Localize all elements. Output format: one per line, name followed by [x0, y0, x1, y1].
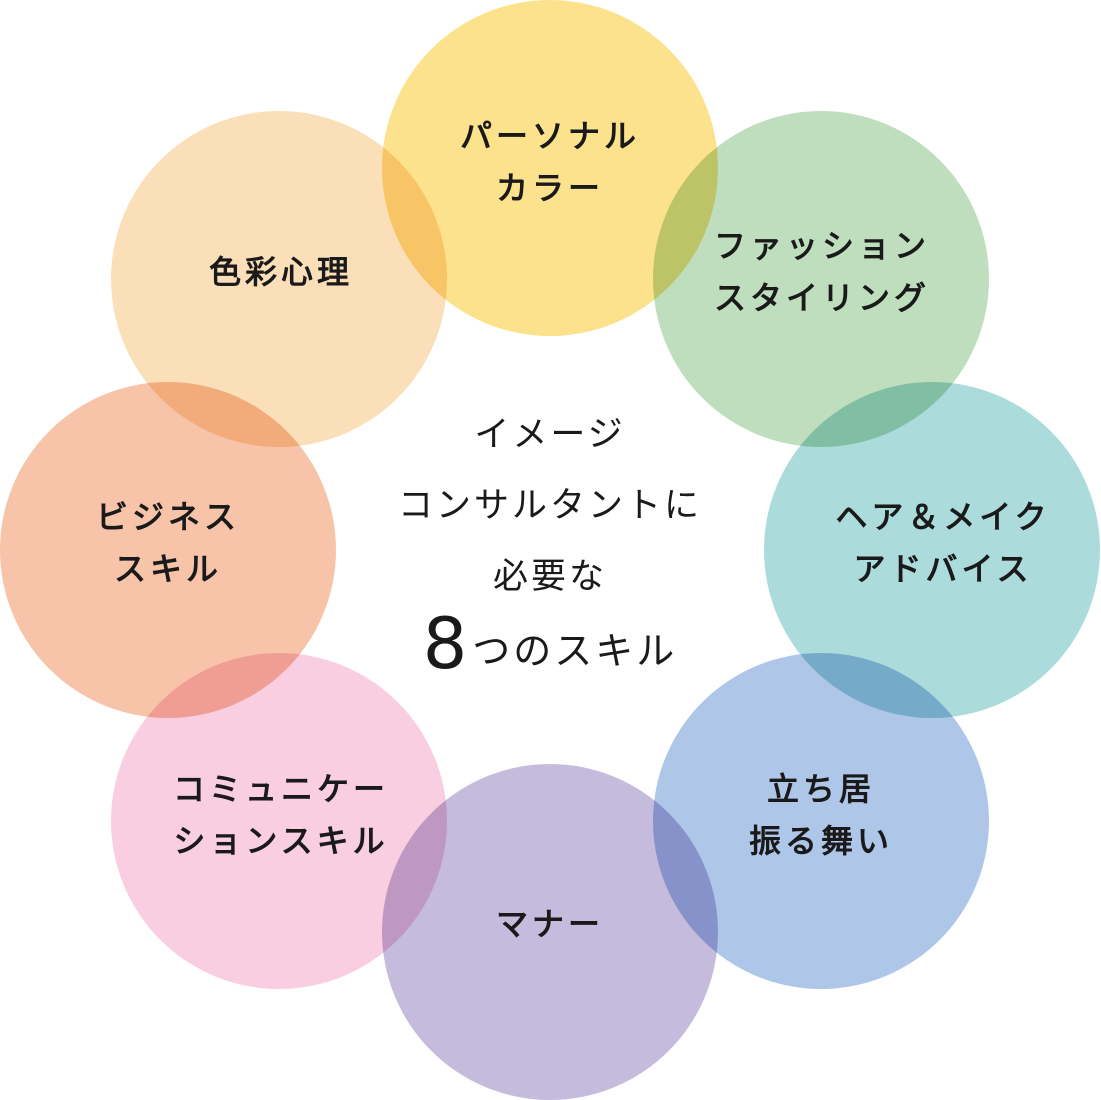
label-personal-color: パーソナル カラー [410, 110, 690, 214]
center-title: イメージ コンサルタントに 必要な 8つのスキル [350, 400, 750, 689]
circle-hair-make-advice [764, 382, 1100, 718]
center-line-3: 必要な [492, 557, 607, 597]
label-line: 立ち居 [766, 770, 875, 808]
label-line: アドバイス [853, 550, 1033, 588]
label-line: ヘア＆メイク [835, 498, 1051, 536]
label-line: パーソナル [459, 117, 640, 155]
label-line: ファッション [713, 227, 930, 265]
label-line: スキル [113, 550, 222, 588]
center-line-2: コンサルタントに [397, 486, 702, 526]
center-number: 8 [422, 603, 471, 685]
label-manners: マナー [410, 898, 690, 950]
center-suffix: つのスキル [472, 629, 678, 673]
label-line: スタイリング [713, 279, 930, 317]
label-line: ビジネス [95, 498, 240, 536]
center-line-1: イメージ [474, 415, 626, 455]
center-line-4: 8つのスキル [350, 609, 750, 689]
label-fashion-styling: ファッション スタイリング [682, 220, 962, 324]
label-line: 色彩心理 [208, 253, 353, 291]
circle-business-skills [0, 382, 336, 718]
label-color-psychology: 色彩心理 [141, 246, 421, 298]
circle-personal-color [382, 0, 718, 336]
label-communication-skills: コミュニケー ションスキル [141, 763, 421, 867]
circle-standing-behavior [653, 653, 989, 989]
circle-fashion-styling [653, 111, 989, 447]
label-standing-behavior: 立ち居 振る舞い [681, 763, 961, 867]
circle-communication-skills [111, 653, 447, 989]
circle-color-psychology [111, 111, 447, 447]
label-business-skills: ビジネス スキル [28, 491, 308, 595]
label-hair-make-advice: ヘア＆メイク アドバイス [803, 491, 1083, 595]
label-line: コミュニケー [172, 770, 389, 808]
label-line: 振る舞い [748, 822, 893, 860]
circle-manners [382, 764, 718, 1100]
label-line: カラー [495, 169, 604, 207]
label-line: マナー [495, 905, 604, 943]
label-line: ションスキル [173, 822, 389, 860]
